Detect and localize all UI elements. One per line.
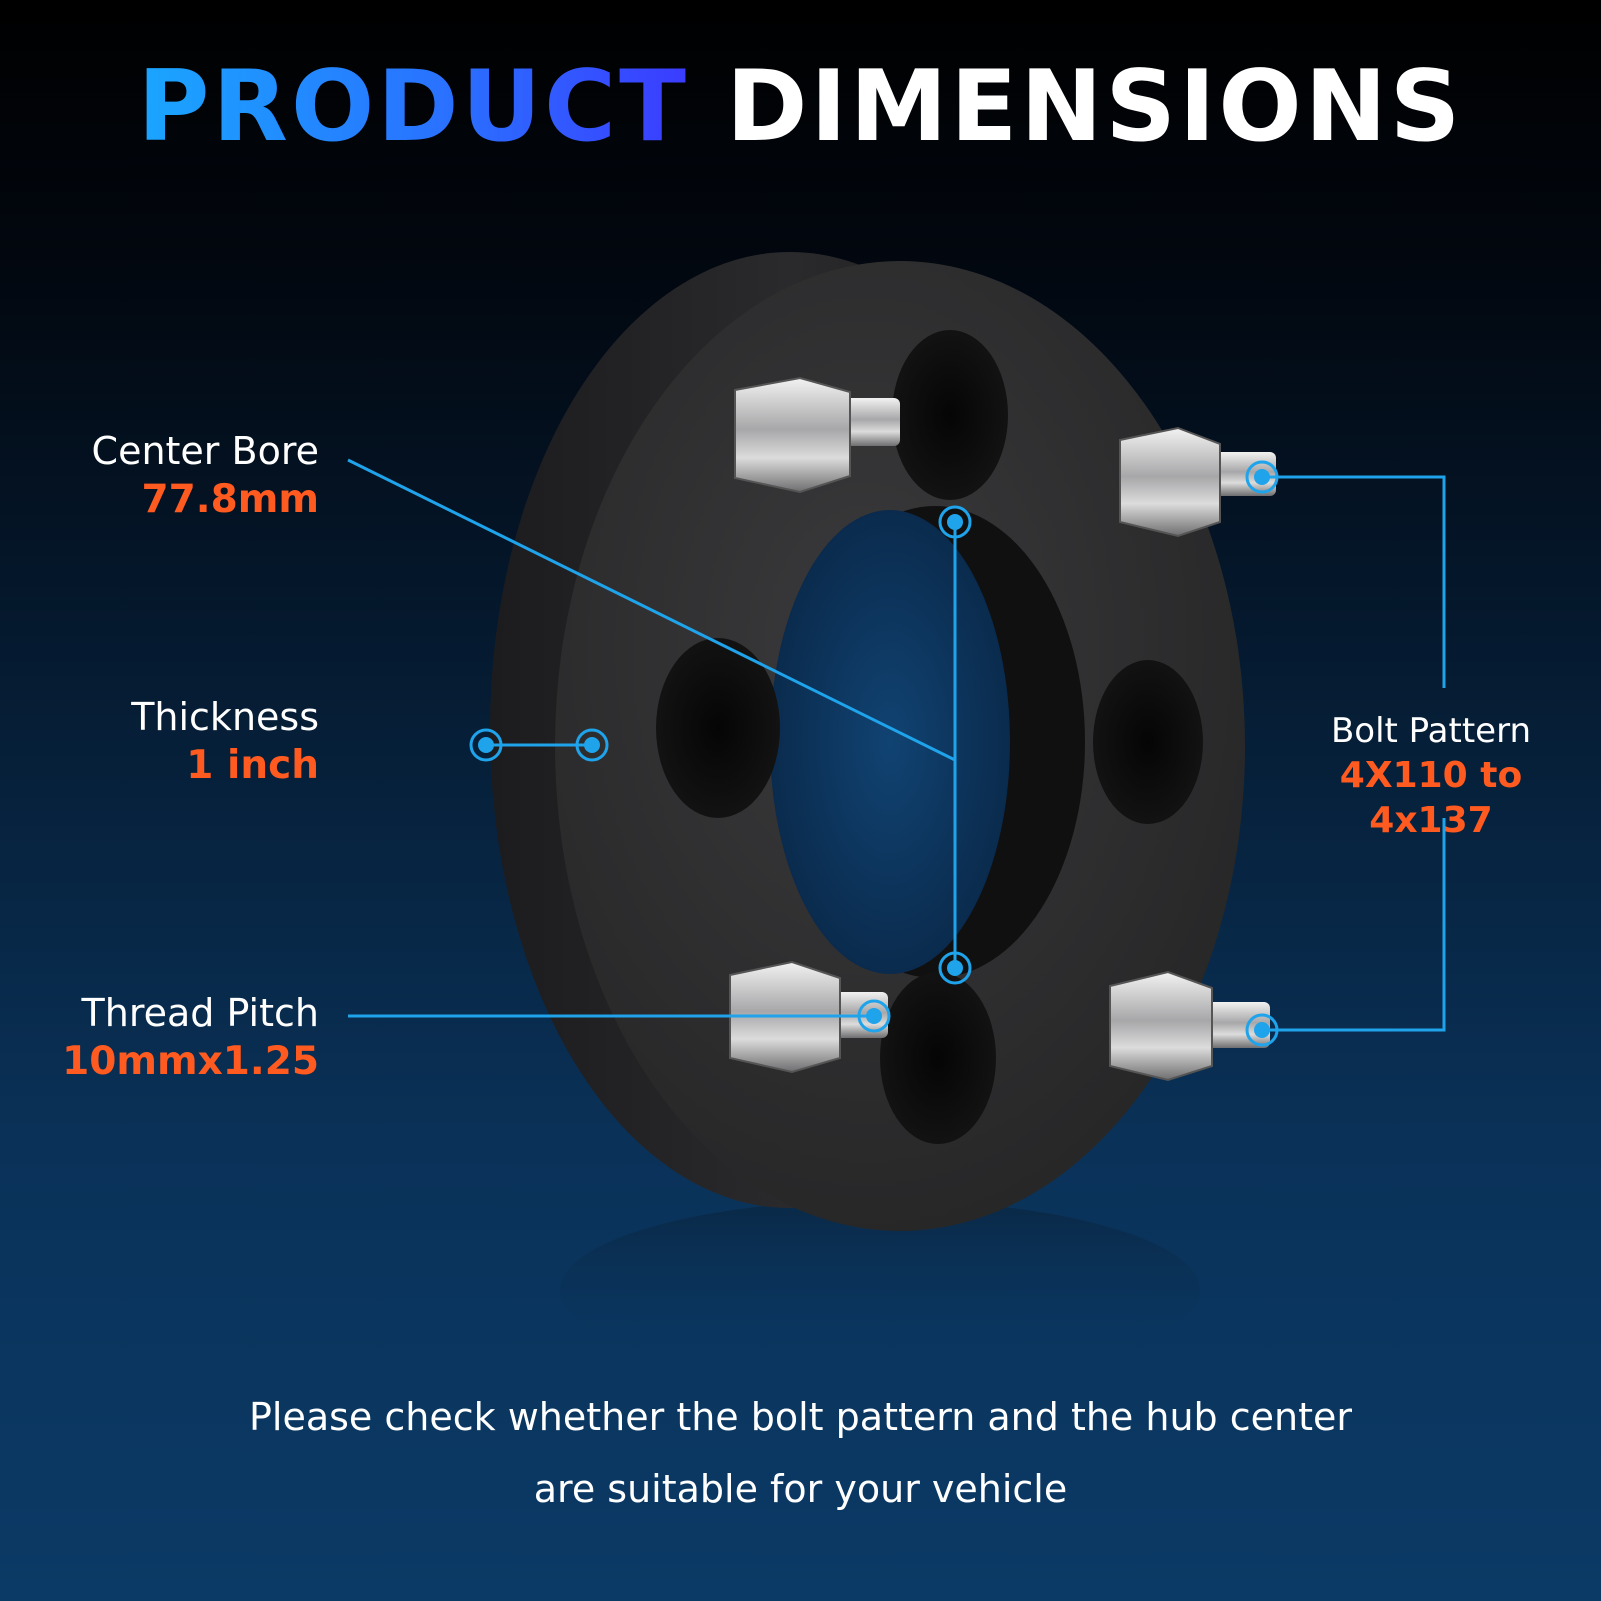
bolt-pattern-bracket-top [1262, 475, 1446, 688]
center-bore-label: Center Bore [91, 429, 319, 473]
bolt-holes [656, 330, 1203, 1144]
bolt-hole-bottom [880, 972, 996, 1144]
bolt-pattern-bracket-bottom [1262, 818, 1446, 1032]
thread-pitch-label: Thread Pitch [81, 991, 319, 1035]
title-part-dimensions: DIMENSIONS [726, 50, 1464, 164]
center-bore-value: 77.8mm [141, 476, 320, 522]
marker-bolt-top [1245, 460, 1279, 494]
marker-bore-bottom [938, 951, 972, 985]
center-bore-leader [347, 458, 956, 762]
marker-bore-top [938, 505, 972, 539]
stud-top-left [734, 376, 900, 494]
page-title: PRODUCT DIMENSIONS [0, 58, 1601, 156]
thickness-label: Thickness [131, 695, 319, 739]
center-bore-spec: Center Bore 77.8mm [92, 428, 319, 524]
title-part-product: PRODUCT [137, 50, 689, 164]
thread-pitch-spec: Thread Pitch 10mmx1.25 [62, 990, 319, 1086]
bolt-hole-top [892, 330, 1008, 500]
marker-bolt-bottom [1245, 1013, 1279, 1047]
floor-reflection [560, 1200, 1200, 1380]
thread-pitch-value: 10mmx1.25 [62, 1038, 319, 1084]
stud-bottom-right [1109, 970, 1270, 1082]
bolt-pattern-spec: Bolt Pattern 4X110 to 4x137 [1272, 710, 1590, 843]
thickness-spec: Thickness 1 inch [131, 694, 319, 790]
bolt-hole-right [1093, 660, 1203, 824]
callout-lines [347, 458, 1446, 1032]
bolt-pattern-label: Bolt Pattern [1330, 711, 1532, 751]
marker-thread-pitch [857, 999, 891, 1033]
callout-markers [469, 460, 1279, 1047]
marker-thickness-front [575, 728, 609, 762]
stud-top-right [1119, 426, 1276, 538]
bolt-pattern-value: 4X110 to 4x137 [1339, 754, 1523, 841]
bolt-hole-left [656, 638, 780, 818]
marker-thickness-back [469, 728, 503, 762]
thickness-value: 1 inch [186, 742, 319, 788]
compatibility-note-line1: Please check whether the bolt pattern an… [248, 1395, 1353, 1439]
compatibility-note-line2: are suitable for your vehicle [533, 1467, 1068, 1511]
